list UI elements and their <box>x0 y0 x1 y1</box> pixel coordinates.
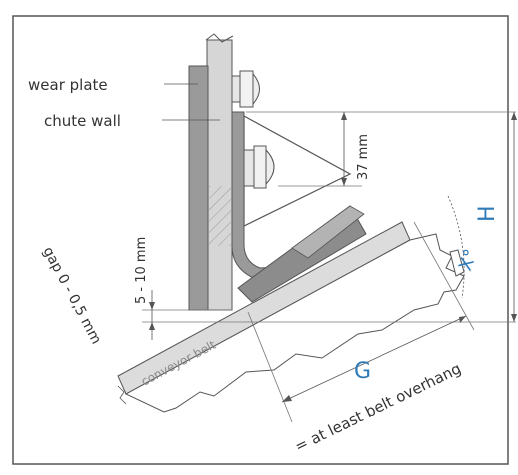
dim-37-arrow-bottom <box>341 178 347 186</box>
dim-g-ext-left <box>247 311 293 423</box>
angle-arc <box>447 195 465 299</box>
middle-nut <box>253 145 267 189</box>
dim-5-10-arrow-bottom <box>149 322 155 330</box>
top-nut-cap <box>252 72 260 106</box>
chute-wall-label: chute wall <box>44 112 121 130</box>
idler-edge <box>449 249 465 277</box>
seal-rubber-top <box>291 205 365 259</box>
wear-plate-label: wear plate <box>28 76 108 94</box>
dim-5-10-label: 5 - 10 mm <box>134 237 149 304</box>
chute-wall-hatch <box>209 186 231 246</box>
chute-wall-shape <box>206 39 233 311</box>
wear-plate-shape <box>188 65 209 311</box>
dim-g-line <box>281 315 467 403</box>
dim-h-arrow-top <box>511 112 517 120</box>
g-label: G <box>354 359 371 384</box>
dim-g-arrow-right <box>459 316 466 323</box>
dim-5-10-arrow-top <box>149 302 155 310</box>
chute-wall-break <box>205 33 234 43</box>
diagram-frame <box>12 15 509 465</box>
belt-profile <box>124 233 465 413</box>
h-label: H <box>475 205 500 222</box>
middle-bolt <box>243 149 255 187</box>
gap-label: gap 0 - 0,5 mm <box>39 244 104 347</box>
dim-g-arrow-left <box>282 395 292 402</box>
dim-37-label: 37 mm <box>356 134 371 180</box>
top-bolt <box>231 75 241 103</box>
middle-nut-cap <box>265 148 275 186</box>
dim-37-arrow-top <box>341 112 347 120</box>
dim-h-arrow-bottom <box>511 314 517 322</box>
overhang-label: = at least belt overhang <box>292 359 464 455</box>
gap-indicator <box>117 385 127 405</box>
dim-g-ext-right <box>413 221 475 331</box>
top-nut <box>239 70 254 108</box>
